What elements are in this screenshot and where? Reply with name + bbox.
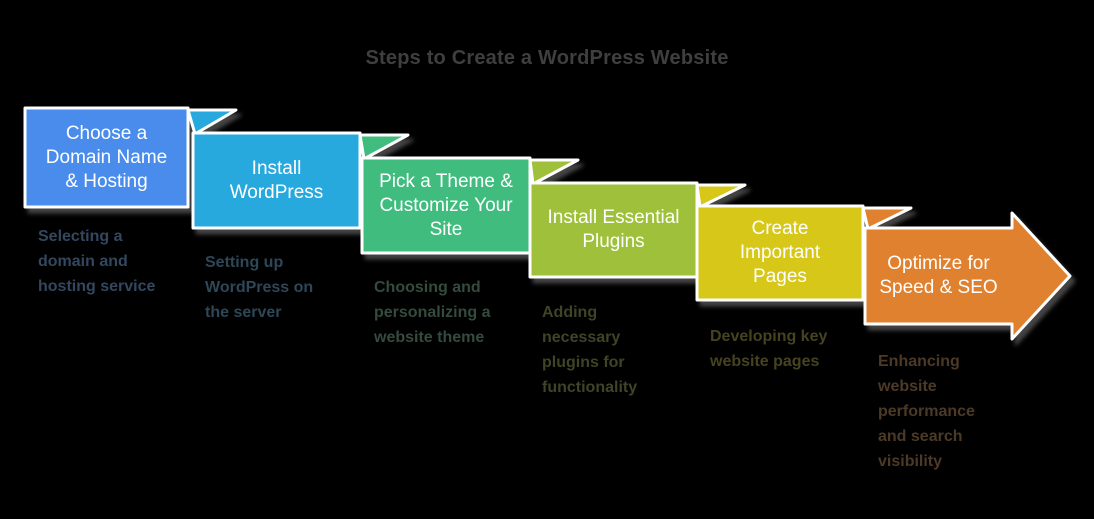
step-label-6: Optimize for Speed & SEO — [879, 253, 998, 298]
step-shape-2 — [186, 108, 362, 230]
step-description-2: Setting up WordPress on the server — [205, 254, 314, 321]
step-label-4: Install Essential Plugins — [547, 207, 680, 252]
fold-4-icon — [528, 158, 580, 186]
diagram-title: Steps to Create a WordPress Website — [365, 47, 729, 69]
step-box-1 — [23, 106, 190, 209]
step-description-3: Choosing and personalizing a website the… — [374, 279, 491, 346]
fold-3-icon — [358, 133, 410, 161]
step-description-6: Enhancing website performance and search… — [878, 353, 975, 470]
step-label-2: Install WordPress — [229, 157, 324, 203]
fold-2-icon — [186, 108, 238, 136]
step-description-1: Selecting a domain and hosting service — [38, 228, 156, 295]
step-box-2 — [191, 131, 362, 230]
fold-6-icon — [861, 206, 913, 231]
step-description-4: Adding necessary plugins for functionali… — [542, 304, 638, 396]
arrow-shape-icon — [863, 211, 1072, 341]
step-shape-5 — [695, 183, 865, 302]
step-label-1: Choose a Domain Name & Hosting — [45, 122, 168, 192]
step-description-5: Developing key website pages — [710, 328, 828, 370]
step-shape-6 — [861, 206, 1072, 341]
step-label-5: Create Important Pages — [739, 218, 821, 287]
step-label-3: Pick a Theme & Customize Your Site — [379, 170, 513, 240]
step-shape-1 — [23, 106, 190, 209]
fold-5-icon — [695, 183, 747, 209]
step-box-5 — [695, 204, 865, 302]
